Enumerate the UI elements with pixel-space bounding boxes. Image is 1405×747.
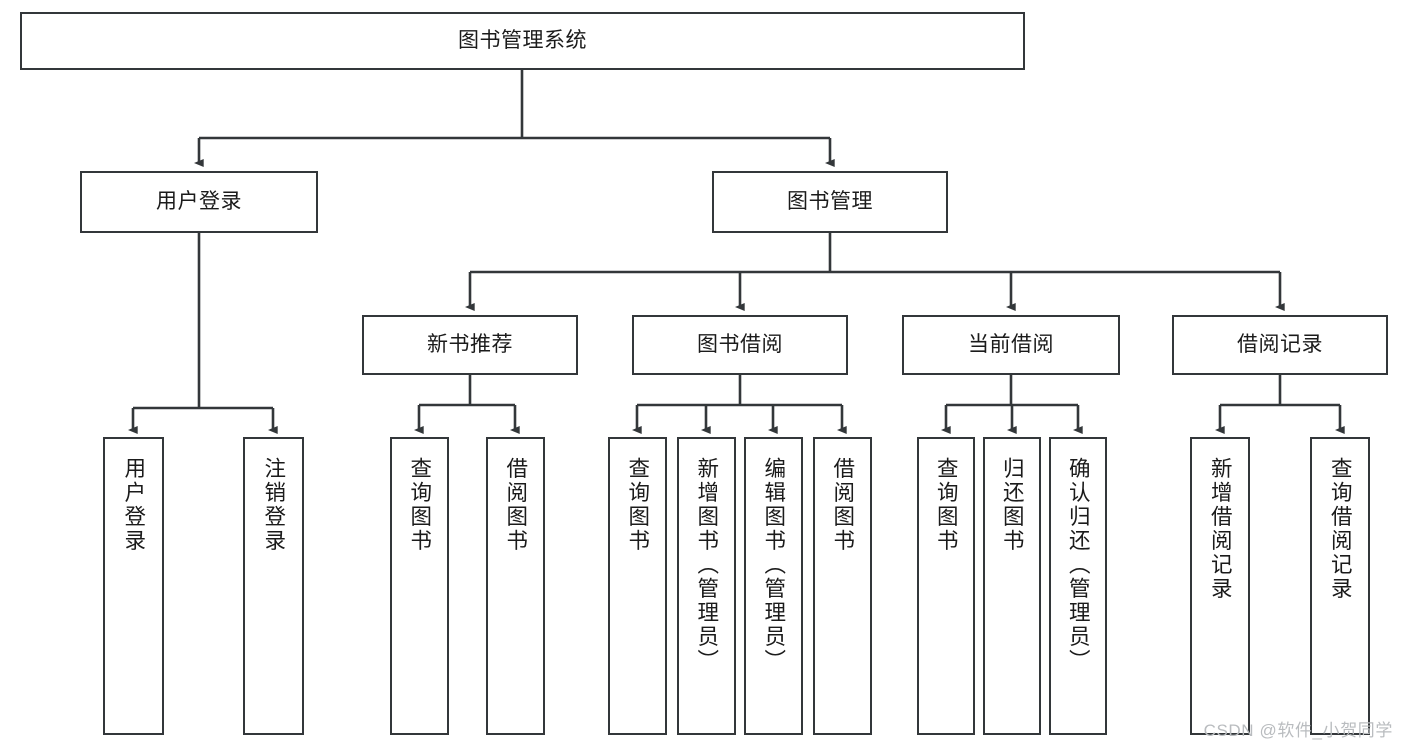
leaf-node-label: 查询借阅记录 bbox=[1328, 457, 1353, 601]
leaf-node-label: 新增图书（管理员） bbox=[694, 457, 719, 673]
node-new-book-recommend[interactable]: 新书推荐 bbox=[362, 315, 578, 375]
node-user-login[interactable]: 用户登录 bbox=[80, 171, 318, 233]
leaf-node-label: 查询图书 bbox=[934, 457, 959, 553]
leaf-node[interactable]: 借阅图书 bbox=[813, 437, 872, 735]
leaf-node[interactable]: 借阅图书 bbox=[486, 437, 545, 735]
leaf-node-label: 编辑图书（管理员） bbox=[761, 457, 786, 673]
leaf-node[interactable]: 新增借阅记录 bbox=[1190, 437, 1250, 735]
csdn-watermark: CSDN @软件_小贺同学 bbox=[1203, 721, 1393, 740]
node-root[interactable]: 图书管理系统 bbox=[20, 12, 1025, 70]
leaf-node-label: 新增借阅记录 bbox=[1208, 457, 1233, 601]
leaf-node[interactable]: 查询图书 bbox=[917, 437, 975, 735]
leaf-node[interactable]: 编辑图书（管理员） bbox=[744, 437, 803, 735]
leaf-node-label: 确认归还（管理员） bbox=[1066, 457, 1091, 673]
node-book-management[interactable]: 图书管理 bbox=[712, 171, 948, 233]
node-current-borrow[interactable]: 当前借阅 bbox=[902, 315, 1120, 375]
leaf-node[interactable]: 确认归还（管理员） bbox=[1049, 437, 1107, 735]
node-current-borrow-label: 当前借阅 bbox=[968, 332, 1054, 356]
node-new-book-recommend-label: 新书推荐 bbox=[427, 332, 513, 356]
leaf-node[interactable]: 用户登录 bbox=[103, 437, 164, 735]
leaf-node[interactable]: 归还图书 bbox=[983, 437, 1041, 735]
leaf-node[interactable]: 查询图书 bbox=[390, 437, 449, 735]
leaf-node-label: 归还图书 bbox=[1000, 457, 1025, 553]
node-borrow-record[interactable]: 借阅记录 bbox=[1172, 315, 1388, 375]
node-borrow-record-label: 借阅记录 bbox=[1237, 332, 1323, 356]
node-user-login-label: 用户登录 bbox=[156, 189, 242, 213]
node-root-label: 图书管理系统 bbox=[458, 28, 587, 52]
leaf-node-label: 查询图书 bbox=[625, 457, 650, 553]
node-book-borrow-label: 图书借阅 bbox=[697, 332, 783, 356]
leaf-node-label: 查询图书 bbox=[407, 457, 432, 553]
leaf-node-label: 借阅图书 bbox=[830, 457, 855, 553]
leaf-node[interactable]: 注销登录 bbox=[243, 437, 304, 735]
node-book-borrow[interactable]: 图书借阅 bbox=[632, 315, 848, 375]
leaf-node[interactable]: 查询图书 bbox=[608, 437, 667, 735]
leaf-node-label: 注销登录 bbox=[261, 457, 286, 553]
leaf-node[interactable]: 新增图书（管理员） bbox=[677, 437, 736, 735]
leaf-node-label: 用户登录 bbox=[121, 457, 146, 553]
leaf-node[interactable]: 查询借阅记录 bbox=[1310, 437, 1370, 735]
node-book-management-label: 图书管理 bbox=[787, 189, 873, 213]
leaf-node-label: 借阅图书 bbox=[503, 457, 528, 553]
